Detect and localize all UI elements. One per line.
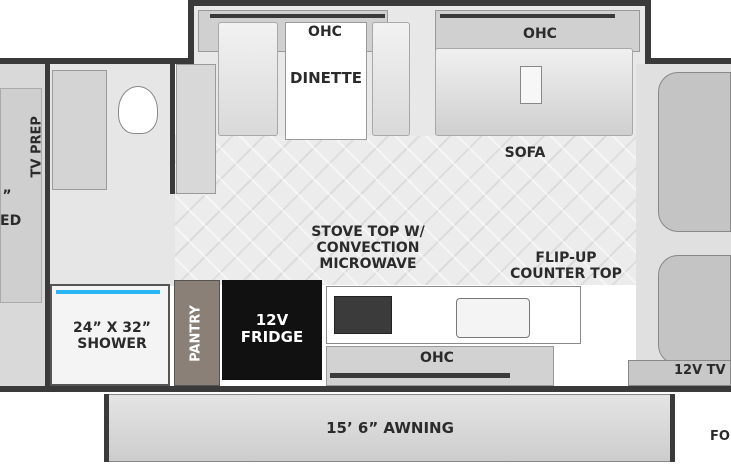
shower-accent <box>56 290 160 294</box>
ohc-sofa-label: OHC <box>523 26 557 42</box>
awning-end-left <box>104 394 109 462</box>
toilet <box>118 86 158 134</box>
ohc-sofa-edge <box>440 14 615 18</box>
main-bottom-wall <box>0 386 731 392</box>
dinette-table <box>285 22 367 140</box>
sofa-center-console <box>520 66 542 104</box>
awning-label: 15’ 6” AWNING <box>326 419 454 437</box>
front-partial-label: FO <box>710 429 730 444</box>
main-top-wall-left <box>0 58 194 64</box>
stove-top <box>334 296 392 334</box>
sink <box>456 298 530 338</box>
driver-seat <box>658 72 731 232</box>
fridge <box>222 280 322 380</box>
bath-wall-cabinet <box>176 64 216 194</box>
dinette-bench-right <box>372 22 410 136</box>
dinette-label: DINETTE <box>290 69 362 87</box>
dinette-bench-left <box>218 22 278 136</box>
fridge-label: 12V FRIDGE <box>240 311 304 347</box>
bed-partial <box>0 88 42 303</box>
flip-up-label: FLIP-UP COUNTER TOP <box>510 250 622 283</box>
awning <box>107 394 672 462</box>
awning-end-right <box>670 394 675 462</box>
galley-ohc <box>326 346 554 386</box>
ohc-galley-label: OHC <box>420 350 454 366</box>
passenger-seat <box>658 255 731 365</box>
shower-label: 24” X 32” SHOWER <box>73 320 151 353</box>
ohc-dinette-edge <box>210 14 385 18</box>
bed-partial-label: ED <box>0 213 22 229</box>
pantry <box>174 280 220 386</box>
bath-vanity <box>52 70 107 190</box>
shower-stall <box>50 284 170 386</box>
tv-prep-label: TV PREP <box>29 116 45 178</box>
bed-partial-top-label: ” <box>2 188 12 204</box>
main-top-wall-right <box>645 58 731 64</box>
slideout-top-wall <box>188 0 650 6</box>
stove-label: STOVE TOP W/ CONVECTION MICROWAVE <box>311 224 425 273</box>
slideout-left-wall <box>188 0 194 62</box>
tv-front-label: 12V TV <box>674 363 726 378</box>
slideout-right-wall <box>645 0 651 62</box>
sofa-label: SOFA <box>504 145 546 161</box>
pantry-label: PANTRY <box>188 305 204 362</box>
bath-divider-left <box>45 64 50 389</box>
ohc-dinette-label: OHC <box>308 24 342 40</box>
galley-ohc-edge <box>330 373 510 378</box>
bath-divider-right <box>170 64 175 194</box>
